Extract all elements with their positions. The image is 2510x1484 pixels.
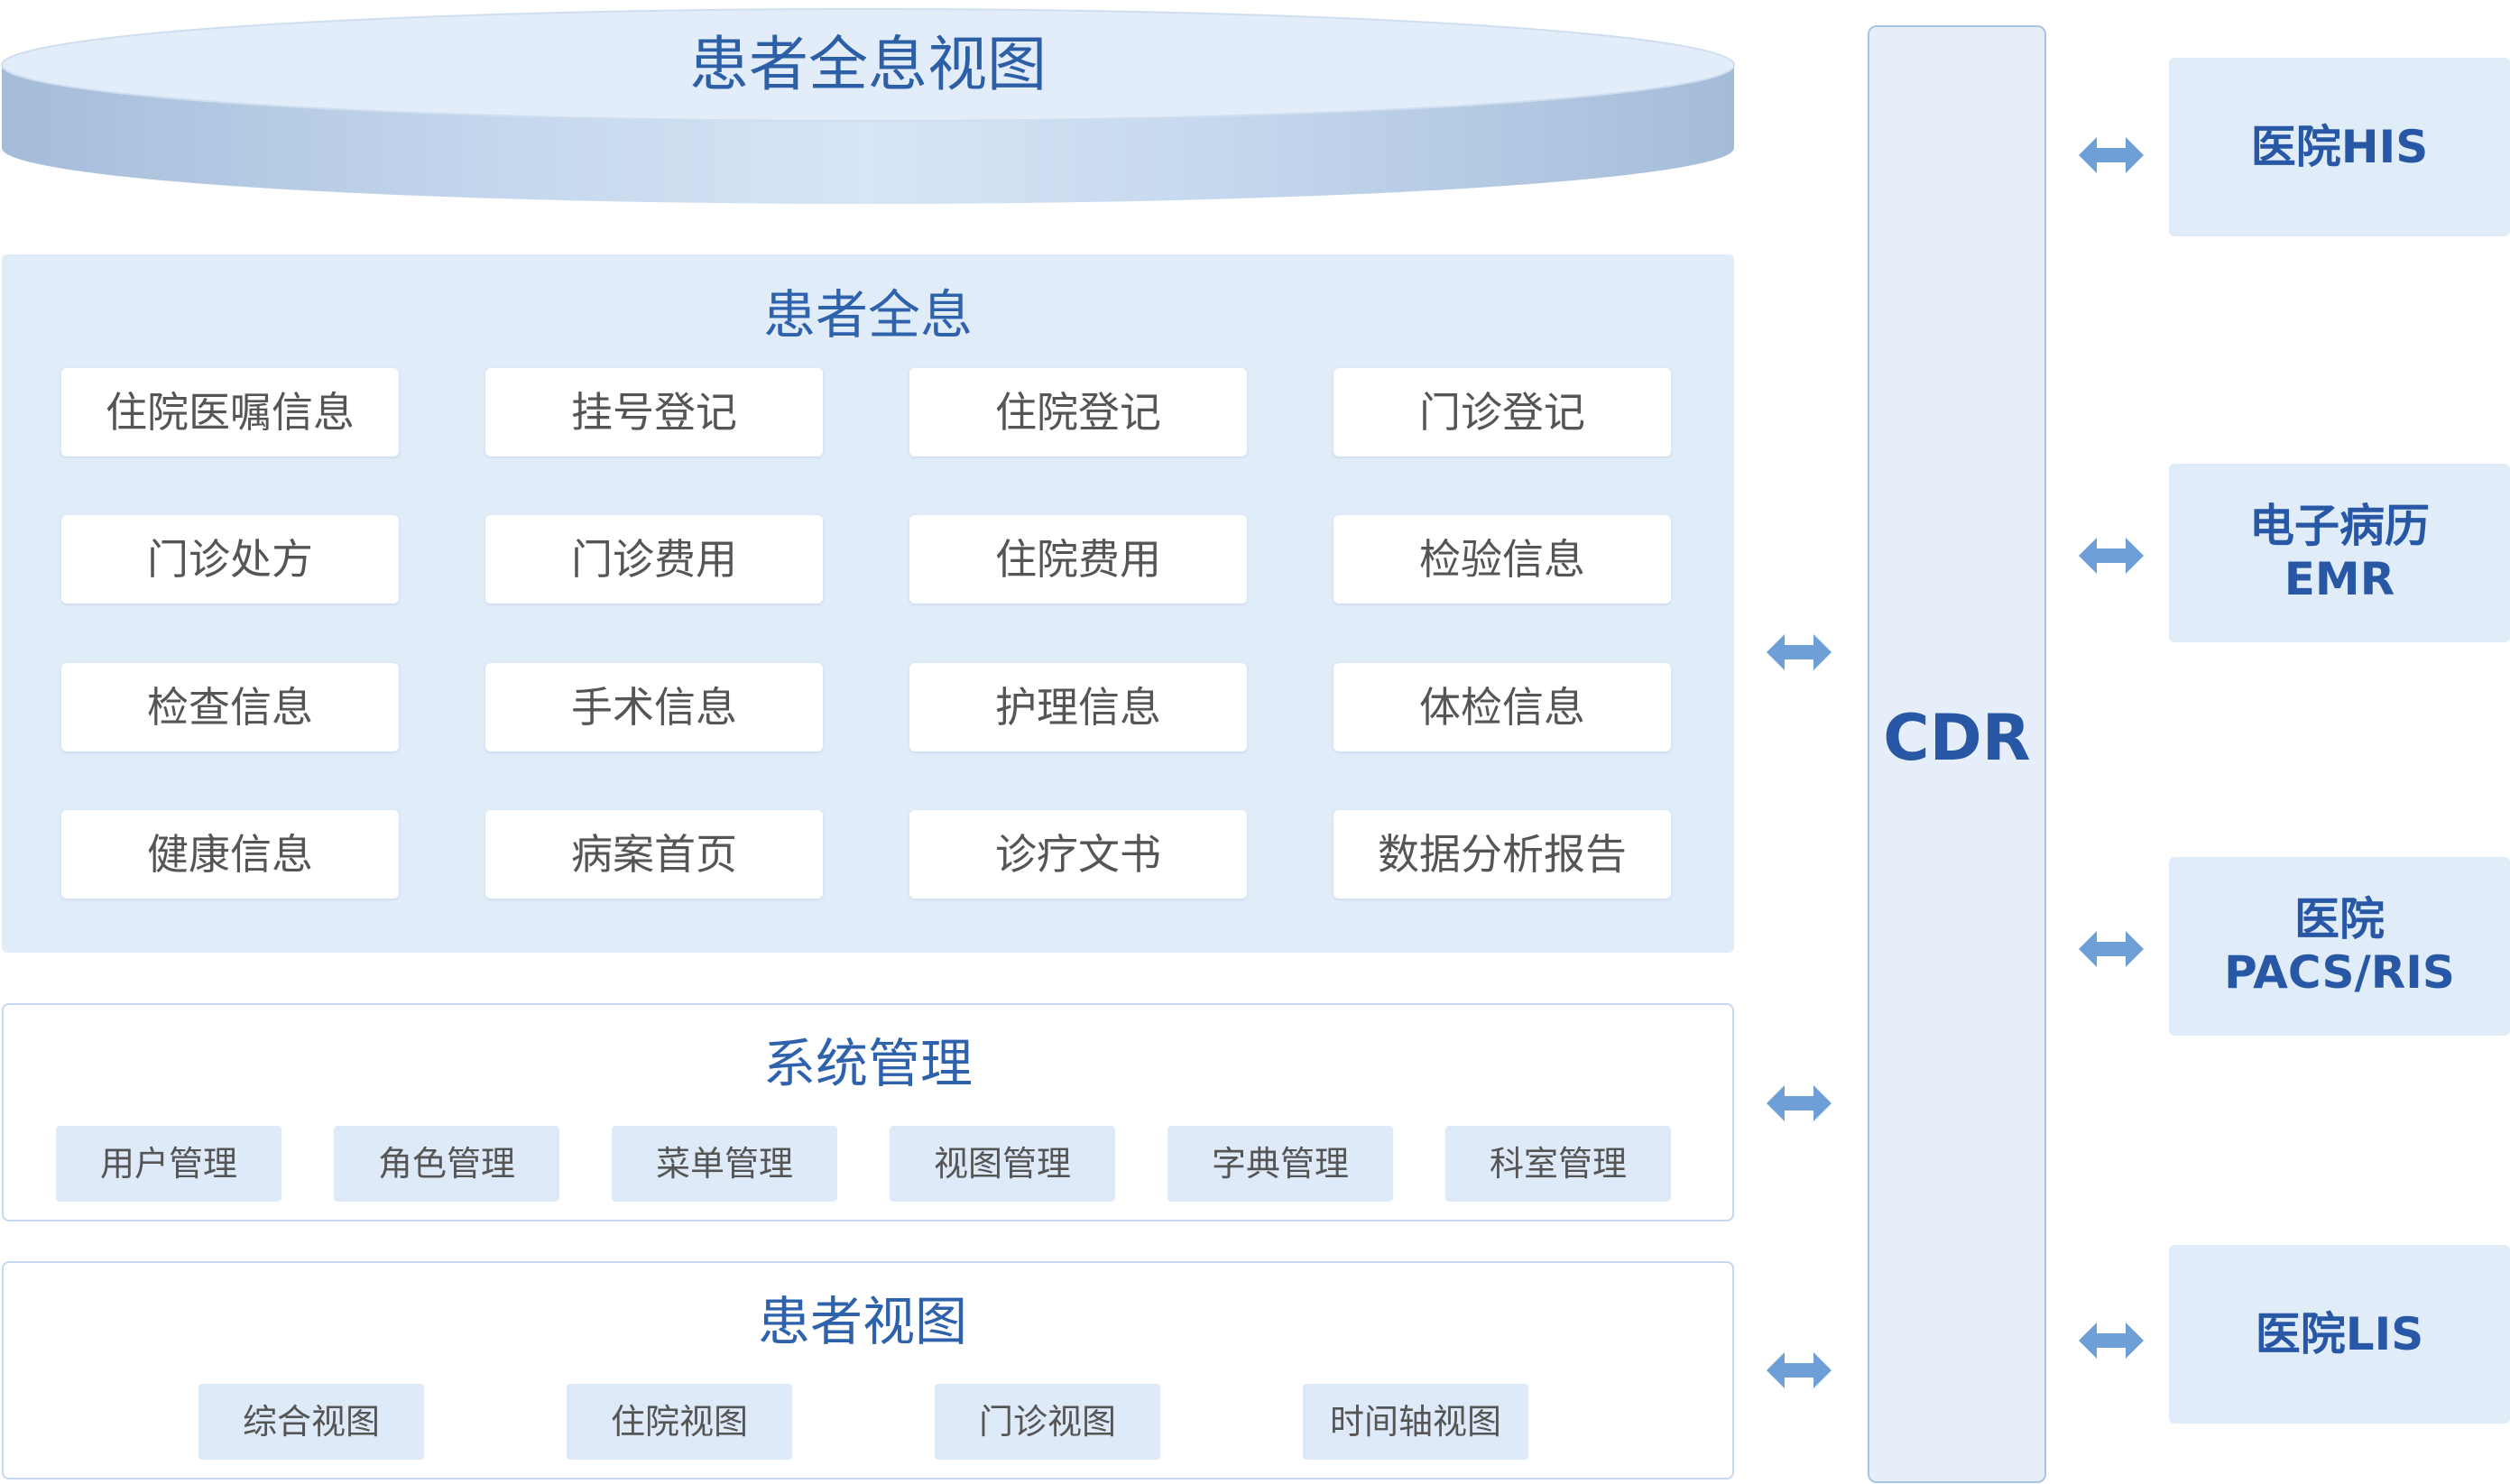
holo-item-clinical-documents[interactable]: 诊疗文书: [909, 810, 1247, 899]
holo-item-inpatient-fees[interactable]: 住院费用: [909, 515, 1247, 604]
holo-item-checkup-info[interactable]: 体检信息: [1333, 663, 1671, 751]
holo-item-medical-record-homepage[interactable]: 病案首页: [485, 810, 823, 899]
system-management-panel: 系统管理 用户管理 角色管理 菜单管理 视图管理 字典管理 科室管理: [2, 1003, 1734, 1221]
holo-item-outpatient-prescription[interactable]: 门诊处方: [61, 515, 399, 604]
system-hospital-lis[interactable]: 医院LIS: [2169, 1245, 2510, 1424]
patient-holo-panel: 患者全息 住院医嘱信息 挂号登记 住院登记 门诊登记 门诊处方 门诊费用 住院费…: [2, 254, 1734, 953]
double-arrow-icon: [1767, 634, 1832, 670]
double-arrow-icon: [2079, 137, 2144, 173]
holo-item-exam-info[interactable]: 检查信息: [61, 663, 399, 751]
system-hospital-his[interactable]: 医院HIS: [2169, 58, 2510, 236]
sys-item-role-management[interactable]: 角色管理: [334, 1126, 559, 1202]
system-management-title: 系统管理: [762, 1033, 973, 1094]
holo-item-data-analysis-report[interactable]: 数据分析报告: [1333, 810, 1671, 899]
patient-view-panel: 患者视图 综合视图 住院视图 门诊视图 时间轴视图: [2, 1261, 1734, 1479]
view-item-comprehensive[interactable]: 综合视图: [198, 1384, 424, 1460]
system-line1: 电子病历: [2249, 500, 2430, 552]
holographic-view-cylinder: 患者全息视图: [0, 0, 1736, 207]
cdr-label: CDR: [1883, 701, 2031, 775]
system-line1: 医院: [2294, 893, 2385, 945]
holo-item-health-info[interactable]: 健康信息: [61, 810, 399, 899]
cylinder-shape: [1, 8, 1735, 204]
double-arrow-icon: [2079, 1323, 2144, 1359]
system-line1: 医院HIS: [2250, 120, 2429, 173]
system-line2: PACS/RIS: [2224, 946, 2455, 999]
view-item-timeline[interactable]: 时间轴视图: [1303, 1384, 1528, 1460]
double-arrow-icon: [1767, 1085, 1832, 1121]
sys-item-user-management[interactable]: 用户管理: [56, 1126, 281, 1202]
sys-item-department-management[interactable]: 科室管理: [1445, 1126, 1671, 1202]
holo-item-outpatient-fees[interactable]: 门诊费用: [485, 515, 823, 604]
holo-item-outpatient-registration[interactable]: 门诊登记: [1333, 368, 1671, 456]
sys-item-dictionary-management[interactable]: 字典管理: [1167, 1126, 1393, 1202]
double-arrow-icon: [2079, 931, 2144, 967]
view-item-inpatient[interactable]: 住院视图: [567, 1384, 792, 1460]
holo-item-inpatient-registration[interactable]: 住院登记: [909, 368, 1247, 456]
patient-view-title: 患者视图: [757, 1291, 967, 1352]
view-item-outpatient[interactable]: 门诊视图: [935, 1384, 1160, 1460]
holo-item-lab-info[interactable]: 检验信息: [1333, 515, 1671, 604]
system-pacs-ris[interactable]: 医院 PACS/RIS: [2169, 857, 2510, 1036]
holo-item-registration[interactable]: 挂号登记: [485, 368, 823, 456]
system-line2: EMR: [2284, 553, 2395, 605]
holo-item-nursing-info[interactable]: 护理信息: [909, 663, 1247, 751]
holo-item-surgery-info[interactable]: 手术信息: [485, 663, 823, 751]
sys-item-menu-management[interactable]: 菜单管理: [612, 1126, 837, 1202]
sys-item-view-management[interactable]: 视图管理: [890, 1126, 1115, 1202]
holographic-view-title: 患者全息视图: [689, 30, 1047, 99]
system-line1: 医院LIS: [2255, 1307, 2424, 1360]
system-emr[interactable]: 电子病历 EMR: [2169, 464, 2510, 642]
holo-item-inpatient-orders[interactable]: 住院医嘱信息: [61, 368, 399, 456]
double-arrow-icon: [1767, 1352, 1832, 1388]
double-arrow-icon: [2079, 538, 2144, 574]
cdr-column: CDR: [1868, 25, 2046, 1483]
patient-holo-title: 患者全息: [762, 284, 973, 346]
